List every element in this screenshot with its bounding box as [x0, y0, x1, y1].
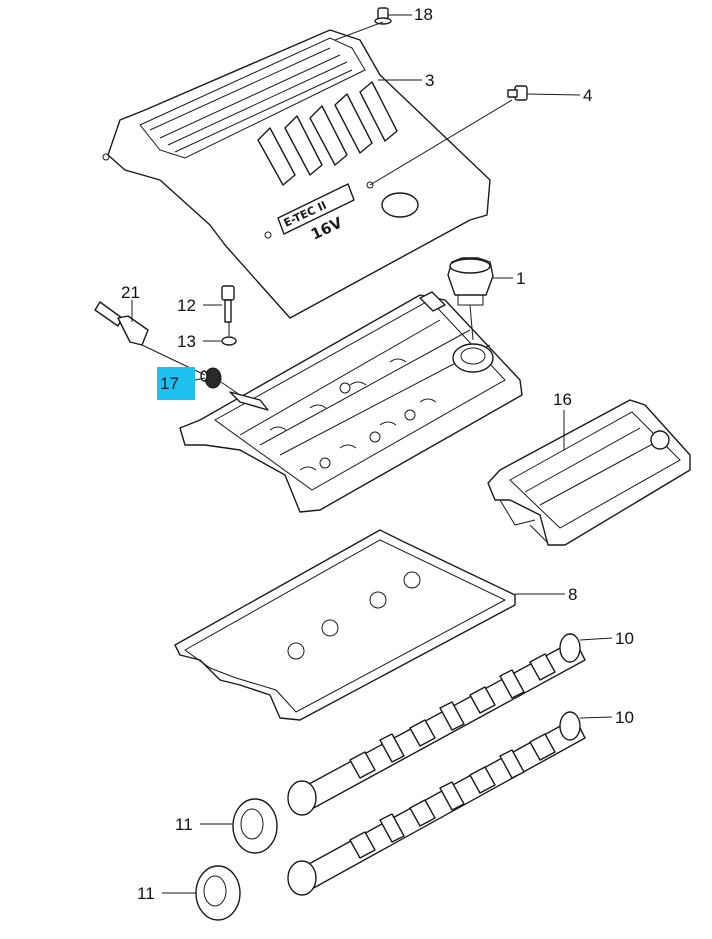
callout-17-highlight[interactable]: 17 — [157, 367, 195, 400]
callout-13[interactable]: 13 — [177, 332, 196, 351]
callout-11-upper[interactable]: 11 — [175, 815, 193, 834]
camshaft-lower — [287, 711, 586, 896]
callout-8[interactable]: 8 — [568, 585, 578, 604]
valve-cover-gasket — [174, 529, 516, 721]
washer-13-icon — [221, 336, 237, 346]
callout-1[interactable]: 1 — [516, 269, 526, 288]
valve-cover — [179, 291, 523, 513]
callout-18[interactable]: 18 — [414, 5, 433, 24]
valve-cover-alt — [487, 399, 691, 546]
callout-17: 17 — [160, 374, 179, 393]
oil-filler-cap — [447, 257, 494, 306]
bolt-4-icon — [507, 85, 528, 101]
oil-seal-lower — [195, 865, 241, 921]
callout-10-upper[interactable]: 10 — [615, 629, 634, 648]
engine-cover: E-TEC II 16V — [102, 29, 491, 319]
callout-3[interactable]: 3 — [425, 71, 435, 90]
callout-21[interactable]: 21 — [121, 283, 140, 302]
bolt-18-icon — [374, 7, 392, 25]
callout-4[interactable]: 4 — [583, 86, 593, 105]
callout-11-lower[interactable]: 11 — [137, 884, 155, 903]
callout-16[interactable]: 16 — [553, 390, 572, 409]
bolt-12-icon — [221, 285, 235, 323]
pcv-tube — [94, 301, 149, 346]
camshaft-upper — [287, 633, 586, 816]
callout-10-lower[interactable]: 10 — [615, 708, 634, 727]
callout-12[interactable]: 12 — [177, 296, 196, 315]
oil-seal-upper — [232, 798, 278, 854]
